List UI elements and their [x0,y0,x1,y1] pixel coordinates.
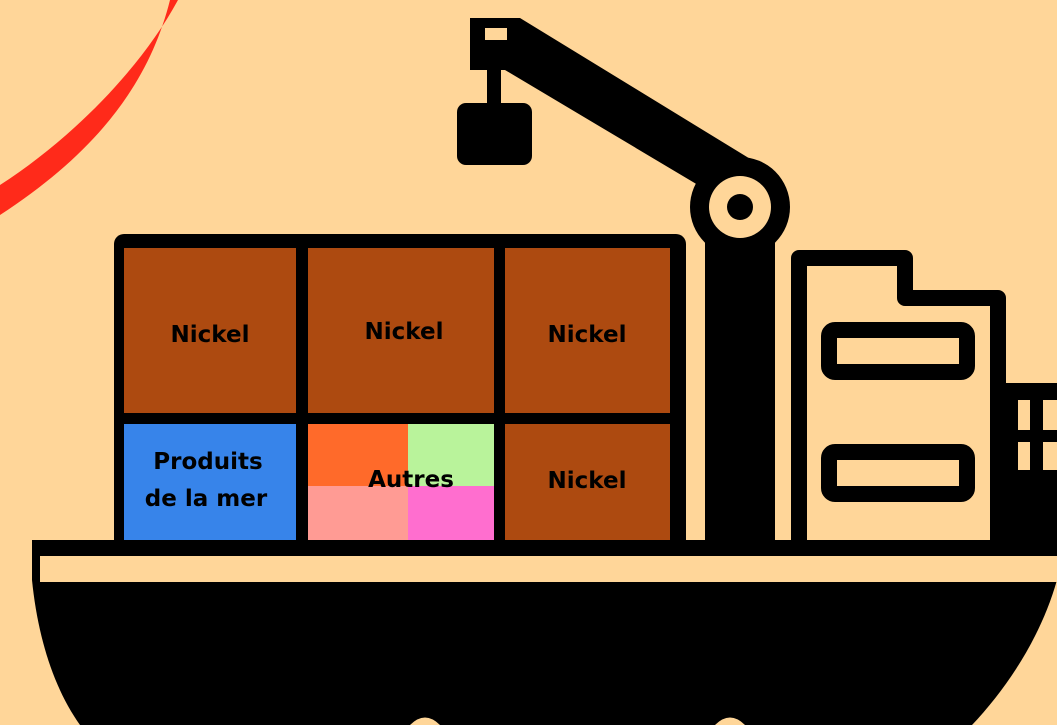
crane-boom [470,18,765,210]
crane-cable [487,55,501,115]
label-bottom-right: Nickel [548,468,627,494]
label-bottom-left-line2: de la mer [145,486,268,512]
crane-pivot-center [727,194,753,220]
crane-icon [457,18,790,550]
other-cell-green [408,424,494,486]
crane-mast [705,205,775,550]
ship-hull [32,540,1057,725]
other-cell-salmon [308,486,408,550]
decorative-arc [0,0,178,215]
cabin-window-lower [821,444,975,502]
label-top-left: Nickel [171,322,250,348]
container-bottom-right [505,424,670,550]
container-top-right [505,248,670,413]
label-bottom-left-line1: Produits [153,449,262,475]
cabin-icon [791,250,1057,556]
container-top-middle [308,248,494,413]
water-wave-left [410,717,440,725]
cabin-window-upper [821,322,975,380]
label-top-middle: Nickel [365,319,444,345]
container-bottom-left [124,424,296,550]
other-cell-pink [408,486,494,550]
ship-icon [32,540,1057,725]
cabin-body [791,250,1006,556]
container-top-left [124,248,296,413]
water-wave-right [715,717,745,725]
crane-hook-block [457,103,532,165]
container-bottom-middle [308,424,494,550]
ship-deck-stripe [40,556,1057,582]
label-top-right: Nickel [548,322,627,348]
cabin-side-structure [1005,383,1057,548]
crane-tip-window [485,28,507,40]
label-bottom-middle: Autres [368,467,454,493]
other-cell-orange [308,424,408,486]
